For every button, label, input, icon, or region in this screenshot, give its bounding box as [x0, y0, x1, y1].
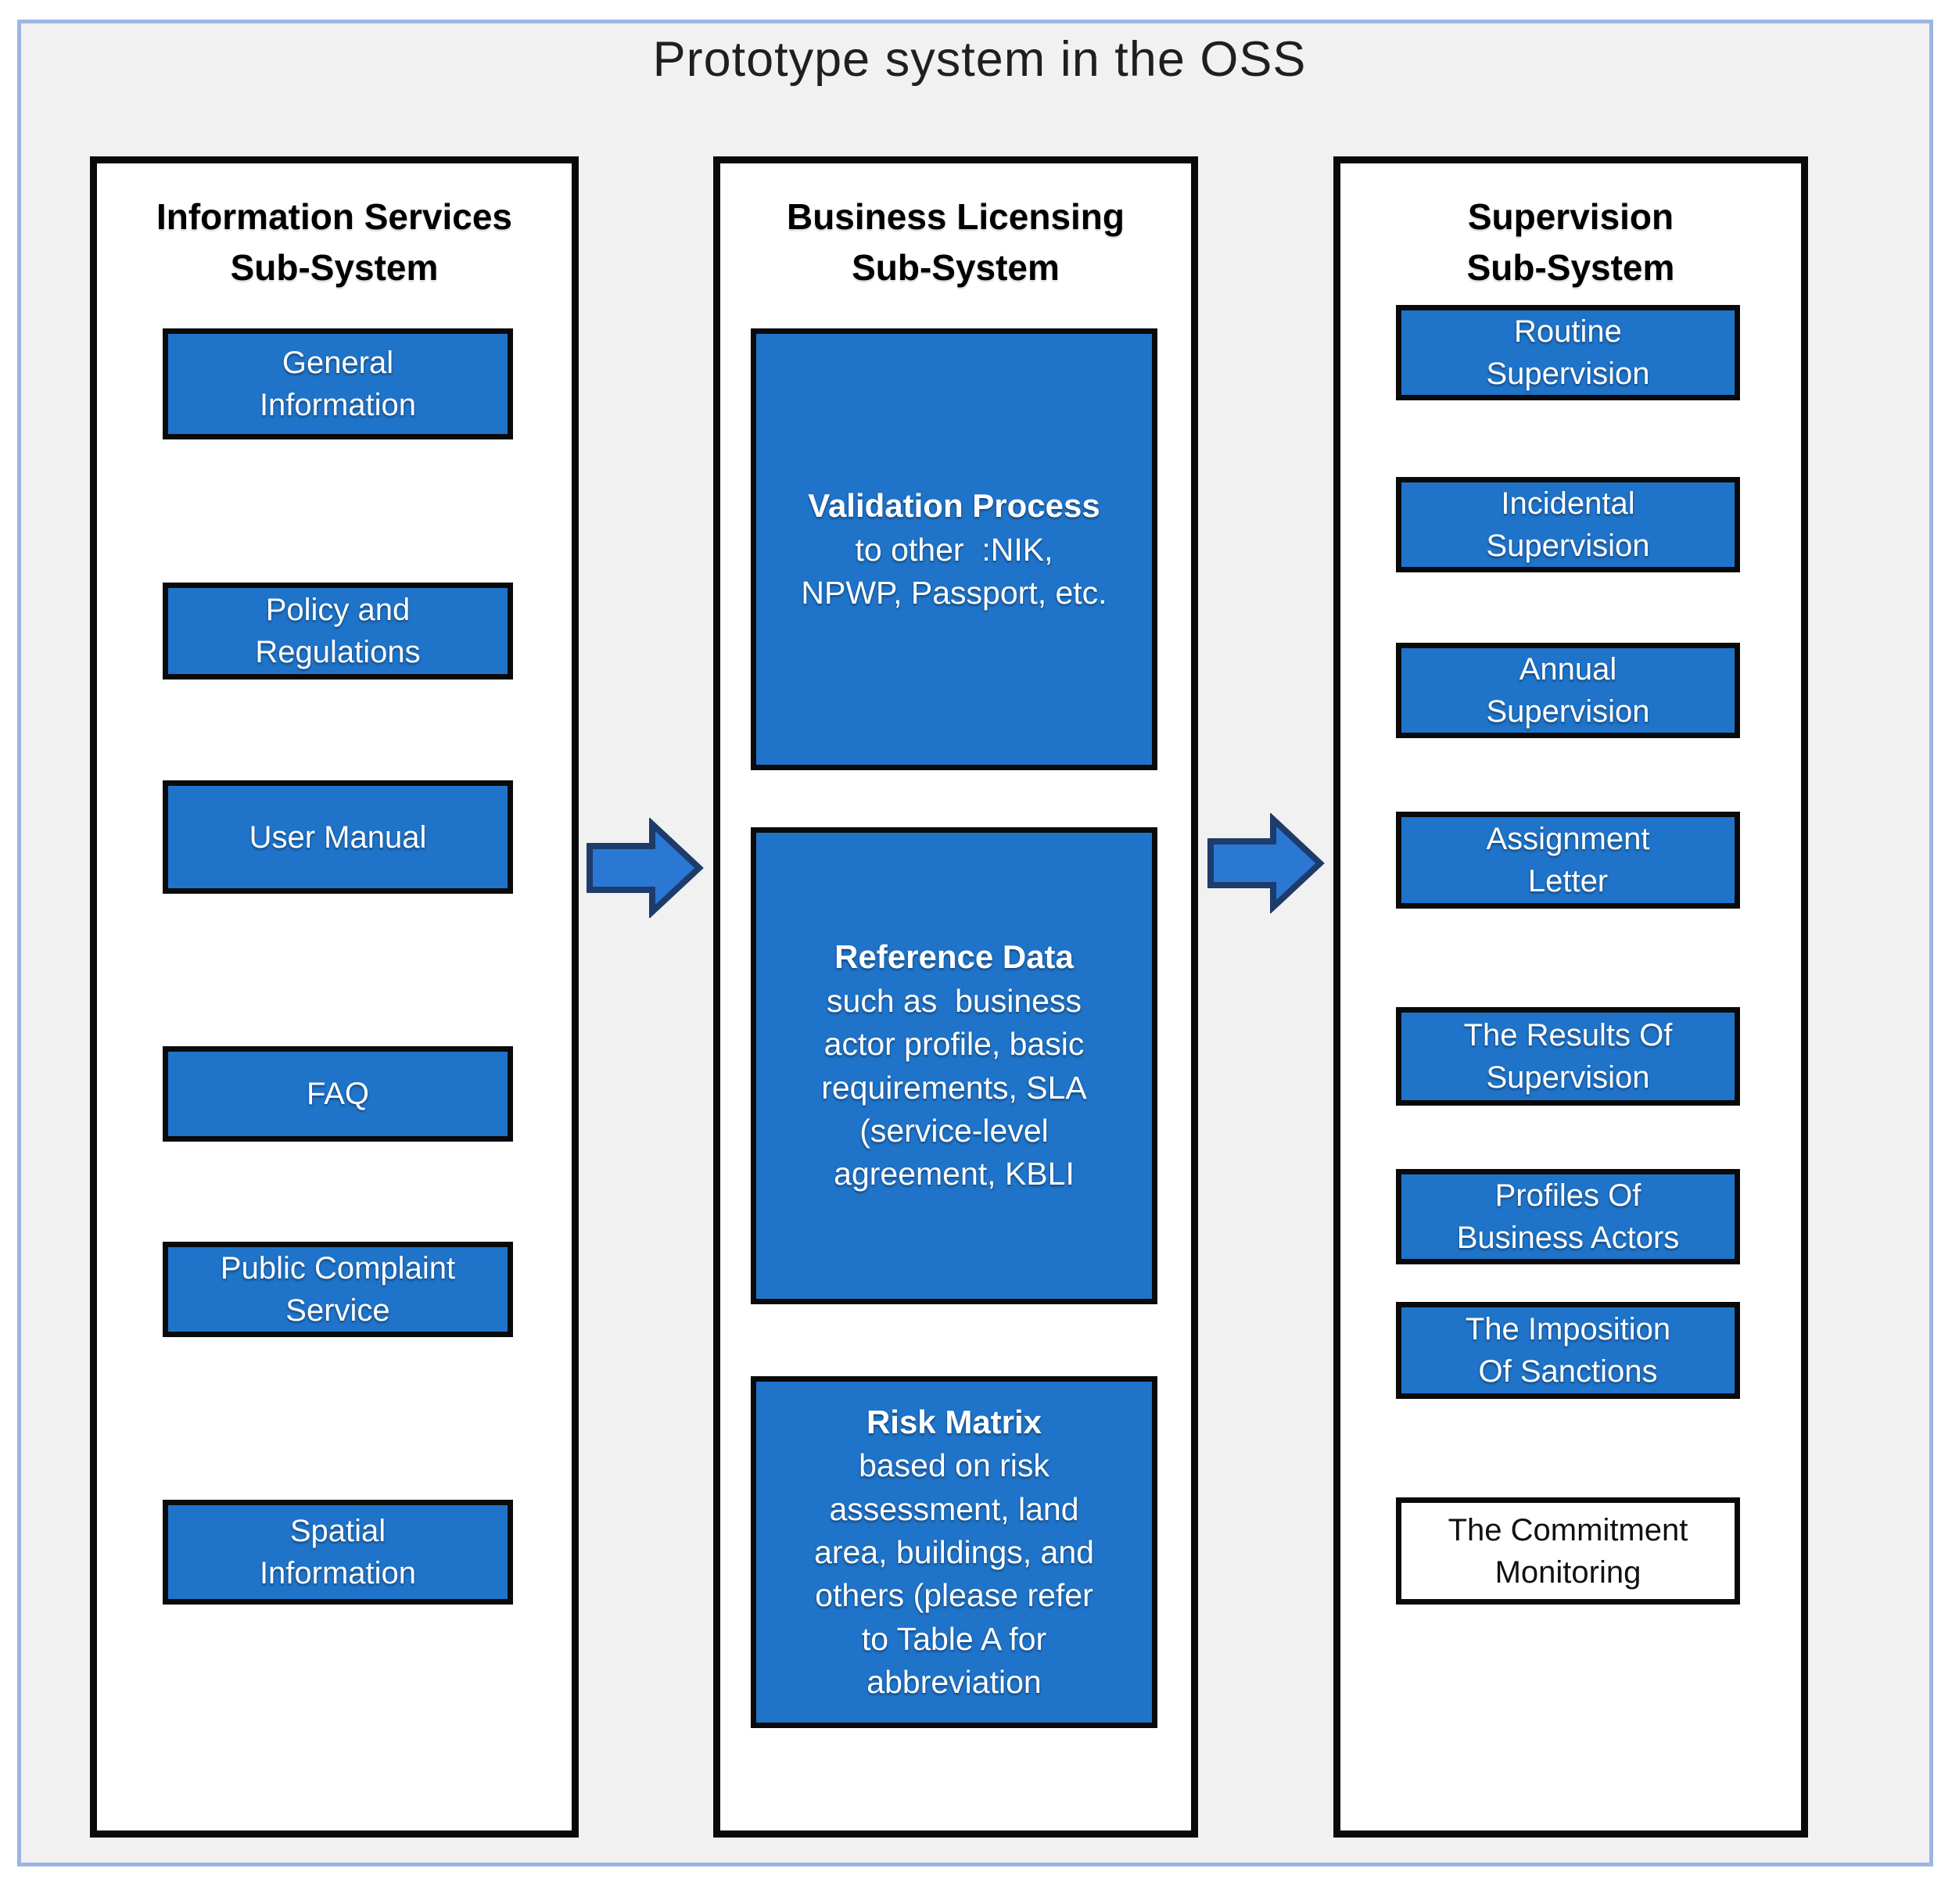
box-faq: FAQ [163, 1046, 513, 1142]
box-reference-data: Reference Data such as business actor pr… [751, 827, 1157, 1304]
box-commitment-monitoring: The Commitment Monitoring [1396, 1497, 1740, 1605]
box-imposition-of-sanctions: The Imposition Of Sanctions [1396, 1302, 1740, 1399]
column-header: Information Services Sub-System [156, 196, 513, 289]
box-general-information: General Information [163, 328, 513, 439]
box-body: such as business actor profile, basic re… [821, 982, 1087, 1192]
right-arrow-icon [587, 818, 704, 918]
box-title: Risk Matrix [866, 1403, 1042, 1440]
box-spatial-information: Spatial Information [163, 1500, 513, 1605]
diagram-title: Prototype system in the OSS [652, 32, 1307, 87]
box-title: Validation Process [808, 486, 1100, 524]
box-results-of-supervision: The Results Of Supervision [1396, 1007, 1740, 1106]
box-routine-supervision: Routine Supervision [1396, 305, 1740, 400]
box-body: to other :NIK, NPWP, Passport, etc. [801, 531, 1107, 611]
box-annual-supervision: Annual Supervision [1396, 643, 1740, 738]
box-policy-and-regulations: Policy and Regulations [163, 583, 513, 679]
box-risk-matrix: Risk Matrix based on risk assessment, la… [751, 1376, 1157, 1728]
box-incidental-supervision: Incidental Supervision [1396, 477, 1740, 572]
right-arrow-icon [1207, 813, 1325, 913]
box-user-manual: User Manual [163, 780, 513, 894]
box-title: Reference Data [834, 938, 1074, 976]
box-validation-process: Validation Process to other :NIK, NPWP, … [751, 328, 1157, 770]
box-body: based on risk assessment, land area, bui… [814, 1447, 1094, 1701]
box-public-complaint-service: Public Complaint Service [163, 1242, 513, 1337]
column-header: Business Licensing Sub-System [786, 196, 1125, 289]
box-profiles-of-business-actors: Profiles Of Business Actors [1396, 1169, 1740, 1264]
column-header: Supervision Sub-System [1466, 196, 1675, 289]
box-assignment-letter: Assignment Letter [1396, 812, 1740, 909]
